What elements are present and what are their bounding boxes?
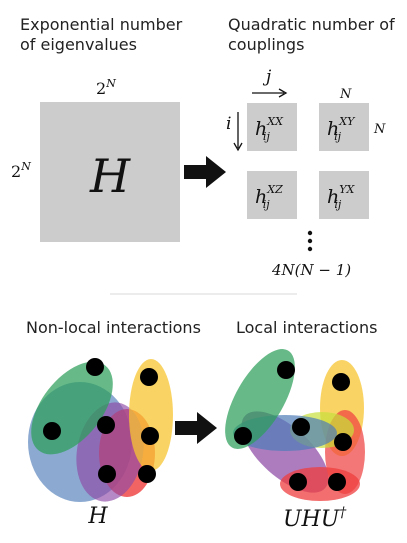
index-j: j	[262, 67, 272, 87]
block-dimension-top: N	[339, 87, 352, 102]
qubit-dot	[138, 465, 156, 483]
right-arrow-icon	[184, 156, 226, 188]
qubit-dot	[43, 422, 61, 440]
qubit-dot	[141, 427, 159, 445]
qubit-dot	[332, 373, 350, 391]
right-arrow-icon	[175, 412, 217, 444]
i-direction-arrow	[233, 112, 243, 152]
local-interaction-diagram	[225, 349, 365, 501]
nonlocal-label: H	[87, 504, 108, 529]
qubit-dot	[334, 433, 352, 451]
qubit-dot	[98, 465, 116, 483]
qubit-dot	[140, 368, 158, 386]
coupling-count: 4N(N − 1)	[271, 261, 351, 279]
nonlocal-caption: Non-local interactions	[26, 318, 201, 337]
qubit-dot	[328, 473, 346, 491]
block-dimension-right: N	[373, 122, 386, 137]
vertical-ellipsis-icon	[307, 230, 313, 252]
hamiltonian-matrix	[40, 102, 180, 242]
qubit-dot	[289, 473, 307, 491]
matrix-label: H	[89, 149, 131, 203]
j-direction-arrow	[252, 88, 288, 98]
qubit-dot	[277, 361, 295, 379]
matrix-left-dimension: 2N	[11, 160, 31, 181]
qubit-dot	[86, 358, 104, 376]
index-i: i	[226, 114, 231, 134]
qubit-dot	[292, 418, 310, 436]
right-caption-line2: couplings	[228, 35, 304, 54]
nonlocal-interaction-diagram	[28, 358, 173, 502]
local-label: UHU†	[283, 505, 347, 532]
right-caption-line1: Quadratic number of	[228, 15, 395, 34]
matrix-top-dimension: 2N	[96, 77, 116, 98]
green-interaction-region	[225, 349, 295, 449]
left-caption-line1: Exponential number	[20, 15, 183, 34]
local-caption: Local interactions	[236, 318, 377, 337]
qubit-dot	[97, 416, 115, 434]
left-caption-line2: of eigenvalues	[20, 35, 137, 54]
yellow-interaction-region	[129, 359, 173, 471]
qubit-dot	[234, 427, 252, 445]
